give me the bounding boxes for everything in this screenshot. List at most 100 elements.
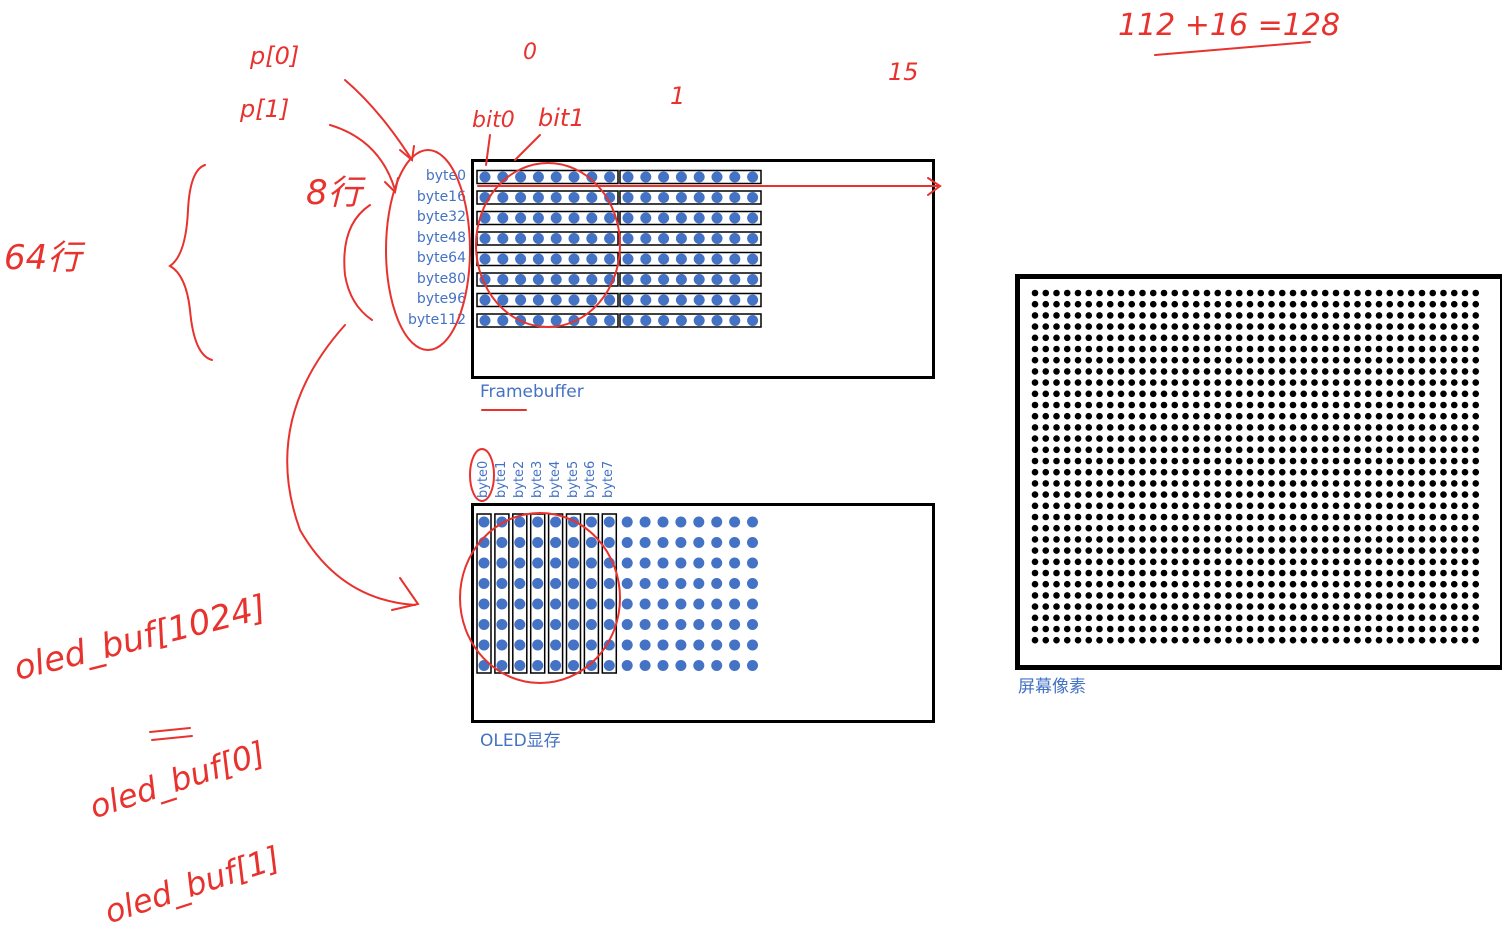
screen-pixel <box>1440 345 1447 353</box>
screen-pixel <box>1364 368 1372 375</box>
screen-pixel <box>1149 345 1157 353</box>
screen-pixel <box>1429 636 1437 644</box>
screen-pixel <box>1031 480 1039 487</box>
screen-pixel <box>1257 312 1265 319</box>
screen-pixel <box>1053 636 1060 644</box>
screen-pixel <box>1311 379 1318 386</box>
oled-bit-dot <box>550 660 562 671</box>
screen-pixel <box>1031 547 1039 554</box>
screen-pixel <box>1311 491 1318 498</box>
screen-pixel <box>1139 547 1146 554</box>
screen-pixel <box>1300 603 1308 610</box>
screen-pixel <box>1311 390 1318 398</box>
screen-pixel <box>1386 558 1394 566</box>
oled-bit-dot <box>657 639 669 651</box>
screen-pixel <box>1407 457 1415 465</box>
screen-pixel <box>1074 300 1082 308</box>
screen-pixel <box>1397 468 1404 476</box>
screen-pixel <box>1332 558 1340 566</box>
screen-pixel <box>1289 580 1297 588</box>
screen-pixel <box>1257 513 1265 521</box>
framebuffer-bit-dot <box>532 192 544 203</box>
screen-pixel <box>1397 424 1404 431</box>
oled-bit-dot <box>657 578 669 589</box>
oled-bit-dot <box>639 598 651 610</box>
screen-pixel <box>1364 547 1372 554</box>
screen-pixel <box>1139 569 1146 577</box>
screen-pixel <box>1042 435 1050 442</box>
oled-bit-dot <box>747 516 758 528</box>
screen-pixel <box>1311 603 1318 610</box>
screen-pixel <box>1225 424 1232 431</box>
screen-pixel <box>1386 480 1394 487</box>
screen-pixel <box>1289 424 1297 431</box>
screen-pixel <box>1418 625 1426 633</box>
screen-pixel <box>1042 636 1050 644</box>
screen-pixel <box>1429 558 1437 566</box>
framebuffer-bit-dot <box>550 274 562 285</box>
screen-pixel <box>1354 356 1361 364</box>
screen-pixel <box>1192 524 1200 532</box>
screen-pixel <box>1203 524 1211 532</box>
oled-bit-dot <box>711 516 723 528</box>
screen-pixel <box>1149 468 1157 476</box>
framebuffer-bit-dot <box>568 294 580 306</box>
screen-pixel <box>1214 603 1222 610</box>
screen-pixel <box>1139 289 1146 297</box>
framebuffer-bit-dot <box>693 171 705 183</box>
screen-pixel <box>1085 289 1093 297</box>
screen-pixel <box>1042 412 1050 420</box>
framebuffer-bit-dot <box>550 294 562 306</box>
screen-pixel <box>1182 390 1189 398</box>
screen-pixel <box>1440 323 1447 330</box>
screen-pixel <box>1139 446 1146 454</box>
oled-bit-dot <box>532 619 544 630</box>
screen-pixel <box>1268 345 1275 353</box>
screen-pixel <box>1139 345 1146 353</box>
screen-pixel <box>1246 300 1254 308</box>
oled-bit-dot <box>639 516 651 528</box>
screen-pixel <box>1149 379 1157 386</box>
screen-pixel <box>1364 345 1372 353</box>
screen-pixel <box>1235 592 1243 599</box>
screen-pixel <box>1225 592 1232 599</box>
screen-pixel <box>1031 312 1039 319</box>
screen-pixel <box>1375 558 1383 566</box>
oled-bit-dot <box>693 639 705 651</box>
screen-pixel <box>1074 614 1082 622</box>
screen-pixel <box>1440 625 1447 633</box>
screen-pixel <box>1235 636 1243 644</box>
oled-bit-dot <box>568 639 579 651</box>
screen-pixel <box>1364 356 1372 364</box>
screen-pixel <box>1053 446 1060 454</box>
arrow-p1-to-byte16 <box>329 124 396 191</box>
screen-pixel <box>1472 401 1480 409</box>
screen-pixel <box>1096 379 1103 386</box>
screen-pixel <box>1311 547 1318 554</box>
screen-pixel <box>1407 513 1415 521</box>
screen-pixel <box>1149 569 1157 577</box>
screen-pixel <box>1472 300 1480 308</box>
screen-pixel <box>1106 334 1114 342</box>
screen-pixel <box>1407 356 1415 364</box>
screen-pixel <box>1440 580 1447 588</box>
screen-pixel <box>1053 524 1060 532</box>
screen-pixel <box>1268 636 1275 644</box>
screen-pixel <box>1214 312 1222 319</box>
screen-pixel <box>1429 435 1437 442</box>
screen-pixel <box>1246 390 1254 398</box>
screen-pixel <box>1440 334 1447 342</box>
screen-pixel <box>1225 323 1232 330</box>
screen-pixel <box>1225 390 1232 398</box>
screen-pixel <box>1375 580 1383 588</box>
oled-bit-dot <box>657 619 669 630</box>
screen-pixel <box>1257 424 1265 431</box>
framebuffer-bit-dot <box>532 253 544 265</box>
screen-pixel <box>1214 636 1222 644</box>
screen-pixel <box>1042 334 1050 342</box>
screen-pixel <box>1268 446 1275 454</box>
screen-pixel <box>1289 536 1297 543</box>
screen-pixel <box>1407 300 1415 308</box>
oled-bit-dot <box>603 578 615 589</box>
screen-pixel <box>1192 312 1200 319</box>
